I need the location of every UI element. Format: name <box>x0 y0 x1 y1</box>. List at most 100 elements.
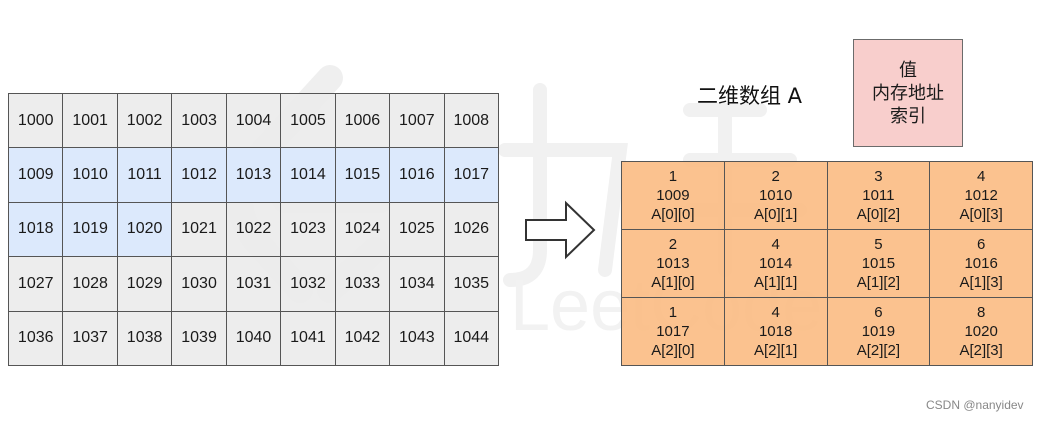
memory-cell: 1022 <box>226 202 282 258</box>
memory-cell: 1000 <box>9 94 64 149</box>
array-cell-address: 1019 <box>861 323 896 340</box>
memory-cell-highlighted: 1009 <box>9 148 64 203</box>
memory-cell: 1031 <box>226 257 282 312</box>
array-cell-value: 4 <box>771 236 780 253</box>
legend-index-label: 索引 <box>890 105 926 127</box>
memory-cell-highlighted: 1011 <box>117 148 173 203</box>
memory-cell-highlighted: 1014 <box>281 148 336 203</box>
array-cell-value: 8 <box>976 304 986 321</box>
memory-cell: 1025 <box>390 202 445 258</box>
memory-cell-highlighted: 1018 <box>9 202 64 258</box>
memory-cell: 1041 <box>281 311 336 366</box>
memory-cell: 1027 <box>9 257 64 312</box>
memory-cell: 1023 <box>281 202 336 258</box>
legend-value-label: 值 <box>899 59 917 81</box>
memory-cell-highlighted: 1012 <box>172 148 227 203</box>
array-cell-index: A[0][3] <box>959 206 1003 223</box>
memory-cell-highlighted: 1016 <box>390 148 445 203</box>
cell-legend-box: 值 内存地址 索引 <box>853 39 963 147</box>
array-cell-address: 1011 <box>862 187 895 204</box>
memory-cell: 1039 <box>172 311 227 366</box>
array-cell-index: A[0][1] <box>753 206 798 223</box>
array-cell-address: 1013 <box>656 255 690 272</box>
memory-cell: 1032 <box>281 257 336 312</box>
array-cell-address: 1009 <box>656 187 690 204</box>
right-arrow-icon <box>525 200 596 260</box>
array-cell-index: A[2][2] <box>856 342 901 359</box>
array-cell-address: 1015 <box>861 255 896 272</box>
array-cell-value: 3 <box>874 168 883 185</box>
memory-cell: 1030 <box>172 257 227 312</box>
memory-cell: 1003 <box>172 94 227 149</box>
array-cell-value: 6 <box>874 304 883 321</box>
memory-cell-highlighted: 1020 <box>117 202 173 258</box>
array-cell-value: 6 <box>976 236 986 253</box>
memory-cell: 1028 <box>63 257 118 312</box>
memory-cell-highlighted: 1010 <box>63 148 118 203</box>
memory-cell: 1004 <box>226 94 282 149</box>
legend-address-label: 内存地址 <box>872 82 944 104</box>
array-cell-value: 5 <box>874 236 883 253</box>
array-cell-value: 1 <box>668 304 678 321</box>
memory-cell: 1002 <box>117 94 173 149</box>
memory-cell: 1037 <box>63 311 118 366</box>
array-cell-address: 1017 <box>656 323 690 340</box>
array-cell-index: A[2][3] <box>959 342 1003 359</box>
memory-cell: 1026 <box>444 202 499 258</box>
array-cell-address: 1012 <box>964 187 998 204</box>
array-cell-index: A[2][1] <box>753 342 798 359</box>
array-cell-index: A[1][3] <box>959 274 1003 291</box>
array-cell-value: 4 <box>976 168 986 185</box>
memory-cell: 1021 <box>172 202 227 258</box>
credit-label: CSDN @nanyidev <box>926 398 1024 412</box>
array-cell-index: A[1][1] <box>753 274 798 291</box>
array-cell-address: 1020 <box>964 323 998 340</box>
memory-cell: 1035 <box>444 257 499 312</box>
array-cell-value: 2 <box>771 168 780 185</box>
array-cell-value: 2 <box>668 236 678 253</box>
memory-cell: 1008 <box>444 94 499 149</box>
array-cell-index: A[0][2] <box>856 206 901 223</box>
array-cell-address: 1016 <box>964 255 998 272</box>
memory-cell: 1024 <box>335 202 391 258</box>
memory-cell-highlighted: 1013 <box>226 148 282 203</box>
memory-cell: 1007 <box>390 94 445 149</box>
memory-cell: 1043 <box>390 311 445 366</box>
array-cell-value: 1 <box>668 168 678 185</box>
memory-cell-highlighted: 1019 <box>63 202 118 258</box>
memory-cell: 1044 <box>444 311 499 366</box>
memory-cell: 1034 <box>390 257 445 312</box>
memory-cell: 1006 <box>335 94 391 149</box>
array-cell-address: 1018 <box>758 323 793 340</box>
array-title: 二维数组 A <box>697 84 803 108</box>
memory-cell: 1038 <box>117 311 173 366</box>
array-cell-index: A[1][0] <box>651 274 695 291</box>
memory-cell: 1029 <box>117 257 173 312</box>
memory-cell: 1040 <box>226 311 282 366</box>
memory-cell-highlighted: 1017 <box>444 148 499 203</box>
array-cell-index: A[2][0] <box>651 342 695 359</box>
array-cell-address: 1014 <box>758 255 793 272</box>
memory-cell: 1042 <box>335 311 391 366</box>
array-cell-address: 1010 <box>758 187 793 204</box>
memory-cell: 1005 <box>281 94 336 149</box>
memory-cell-highlighted: 1015 <box>335 148 391 203</box>
memory-cell: 1036 <box>9 311 64 366</box>
array-cell-index: A[0][0] <box>651 206 695 223</box>
memory-cell: 1001 <box>63 94 118 149</box>
memory-cell: 1033 <box>335 257 391 312</box>
array-cell-value: 4 <box>771 304 780 321</box>
